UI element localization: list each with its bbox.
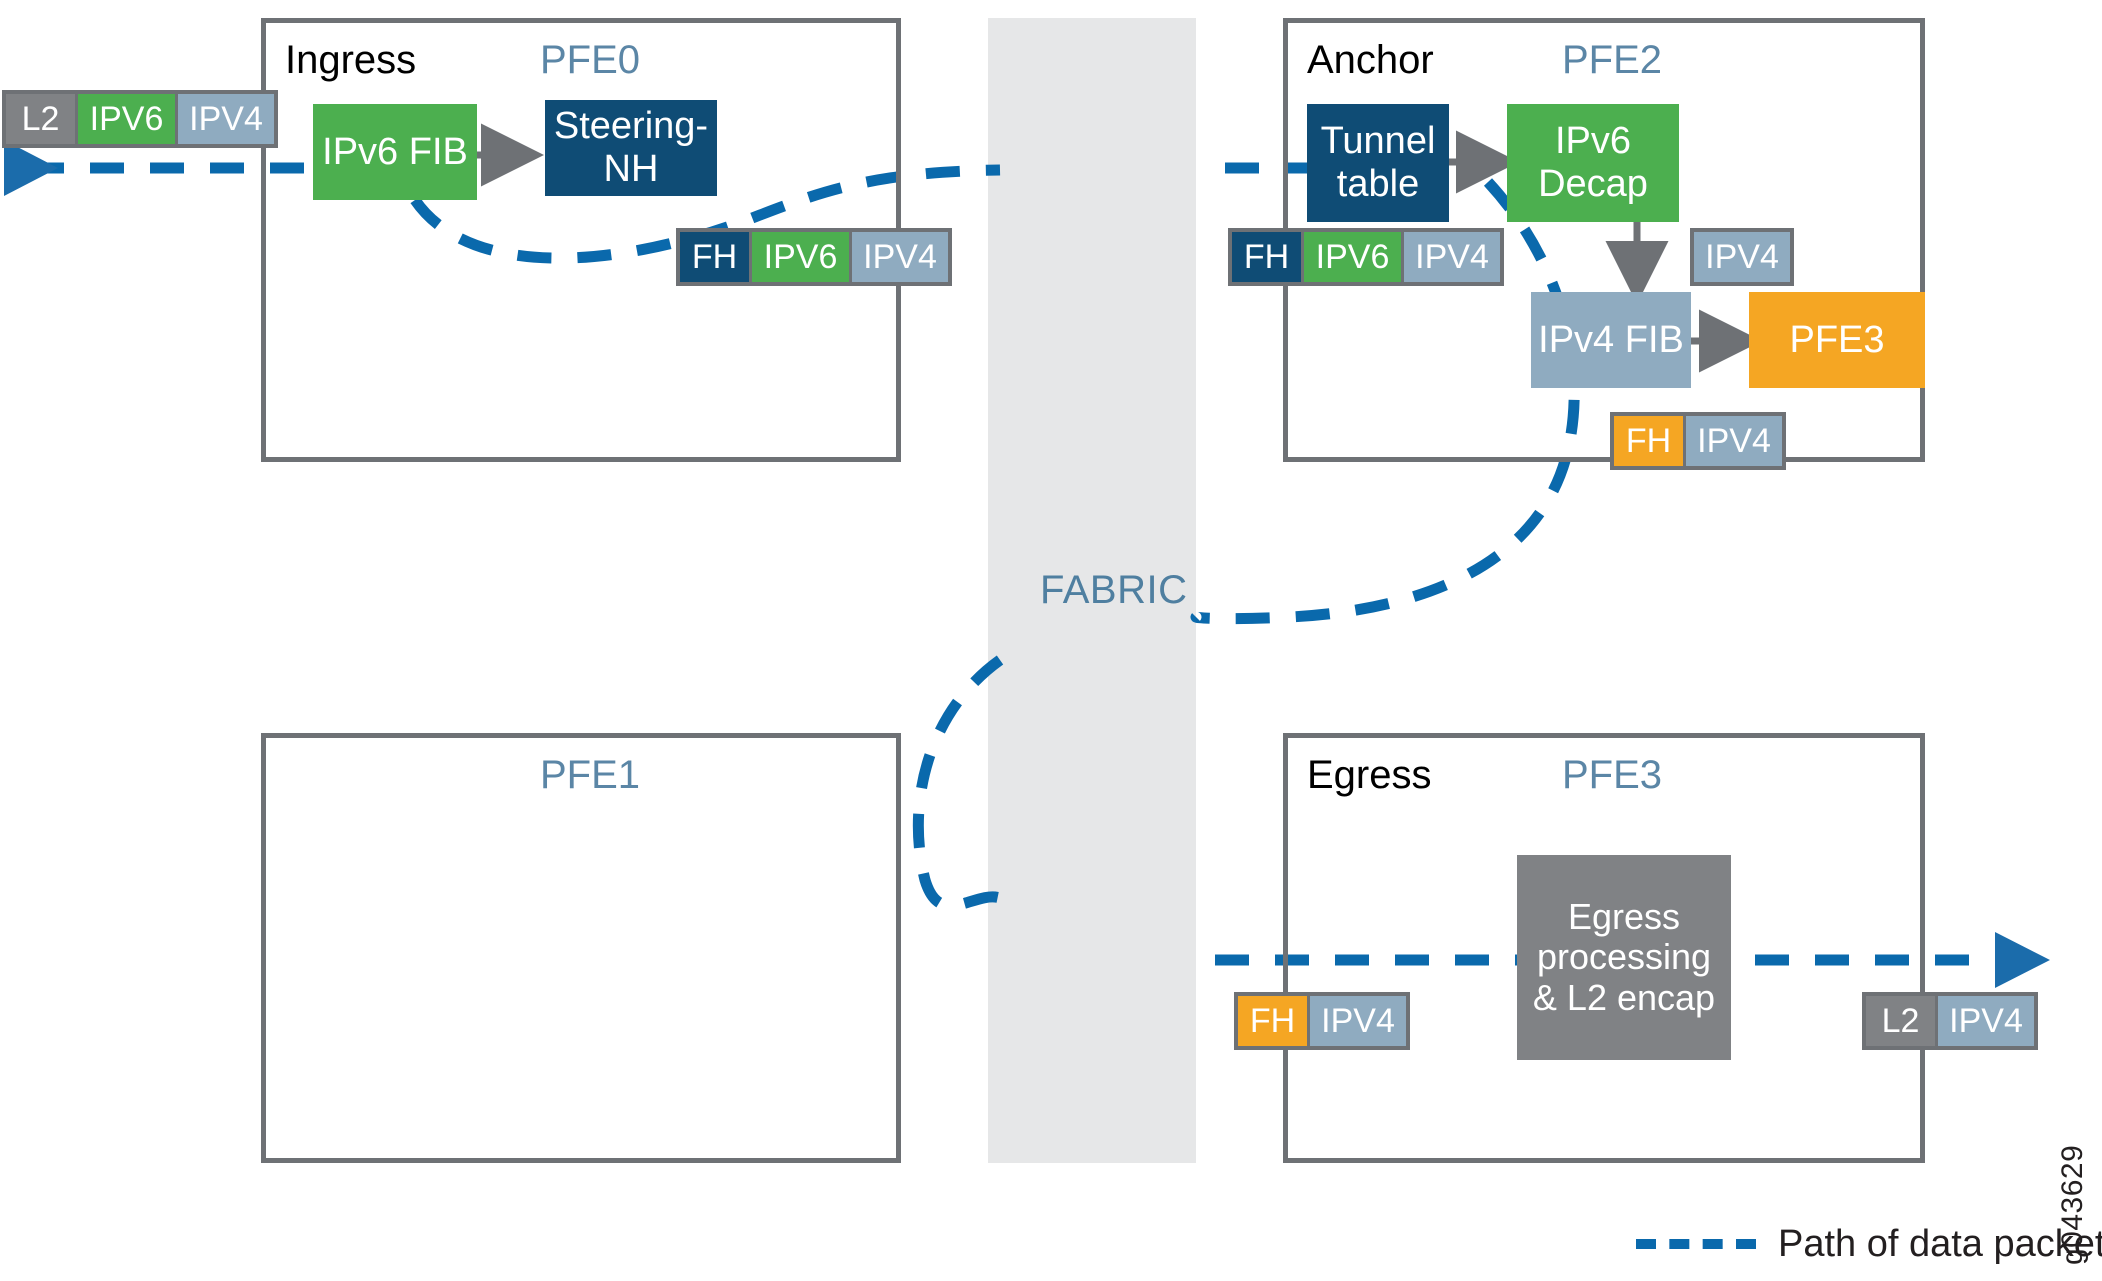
packet-seg-ipv4: IPV4 [1310, 996, 1406, 1046]
block-ipv4-fib[interactable]: IPv4 FIB [1531, 292, 1691, 388]
packet-seg-fh: FH [1232, 232, 1304, 282]
packet-egress-in: FH IPV4 [1234, 992, 1410, 1050]
packet-seg-ipv4: IPV4 [1694, 232, 1790, 282]
packet-seg-l2: L2 [1866, 996, 1938, 1046]
pfe-role-anchor: Anchor [1307, 38, 1434, 82]
pfe-label-pfe0: PFE0 [540, 38, 641, 82]
packet-seg-fh: FH [1614, 416, 1686, 466]
path-start-arrowhead [4, 140, 58, 196]
pfe-label-pfe3: PFE3 [1562, 753, 1663, 797]
packet-seg-ipv4: IPV4 [1938, 996, 2034, 1046]
pfe-role-ingress: Ingress [285, 38, 417, 82]
packet-seg-ipv6: IPV6 [752, 232, 852, 282]
packet-seg-ipv4: IPV4 [852, 232, 948, 282]
block-pfe3-target[interactable]: PFE3 [1749, 292, 1925, 388]
packet-seg-ipv6: IPV6 [1304, 232, 1404, 282]
legend: Path of data packet [1636, 1225, 2102, 1263]
pfe-box-pfe1 [261, 733, 901, 1163]
packet-seg-ipv4: IPV4 [178, 94, 274, 144]
packet-seg-l2: L2 [6, 94, 78, 144]
pfe-label-pfe2: PFE2 [1562, 38, 1663, 82]
packet-seg-ipv6: IPV6 [78, 94, 178, 144]
packet-seg-ipv4: IPV4 [1404, 232, 1500, 282]
packet-anchor-decap: IPV4 [1690, 228, 1794, 286]
legend-dash-swatch [1636, 1239, 1756, 1249]
packet-ingress-in: L2 IPV6 IPV4 [2, 90, 278, 148]
packet-seg-fh: FH [1238, 996, 1310, 1046]
packet-seg-ipv4: IPV4 [1686, 416, 1782, 466]
path-end-arrowhead [1995, 932, 2050, 988]
block-egress-processing[interactable]: Egress processing & L2 encap [1517, 855, 1731, 1060]
pfe-label-pfe1: PFE1 [540, 753, 641, 797]
packet-anchor-in: FH IPV6 IPV4 [1228, 228, 1504, 286]
pfe-role-egress: Egress [1307, 753, 1432, 797]
block-ipv6-fib[interactable]: IPv6 FIB [313, 104, 477, 200]
legend-label: Path of data packet [1778, 1223, 2102, 1265]
block-ipv6-decap[interactable]: IPv6 Decap [1507, 104, 1679, 222]
fabric-label: FABRIC [1040, 568, 1188, 612]
packet-ingress-out: FH IPV6 IPV4 [676, 228, 952, 286]
watermark-id: g043629 [2056, 1144, 2089, 1265]
block-steering-nh[interactable]: Steering-NH [545, 100, 717, 196]
block-tunnel-table[interactable]: Tunnel table [1307, 104, 1449, 222]
packet-anchor-out: FH IPV4 [1610, 412, 1786, 470]
packet-seg-fh: FH [680, 232, 752, 282]
fabric-column [988, 18, 1196, 1163]
packet-egress-out: L2 IPV4 [1862, 992, 2038, 1050]
pfe-box-egress [1283, 733, 1925, 1163]
